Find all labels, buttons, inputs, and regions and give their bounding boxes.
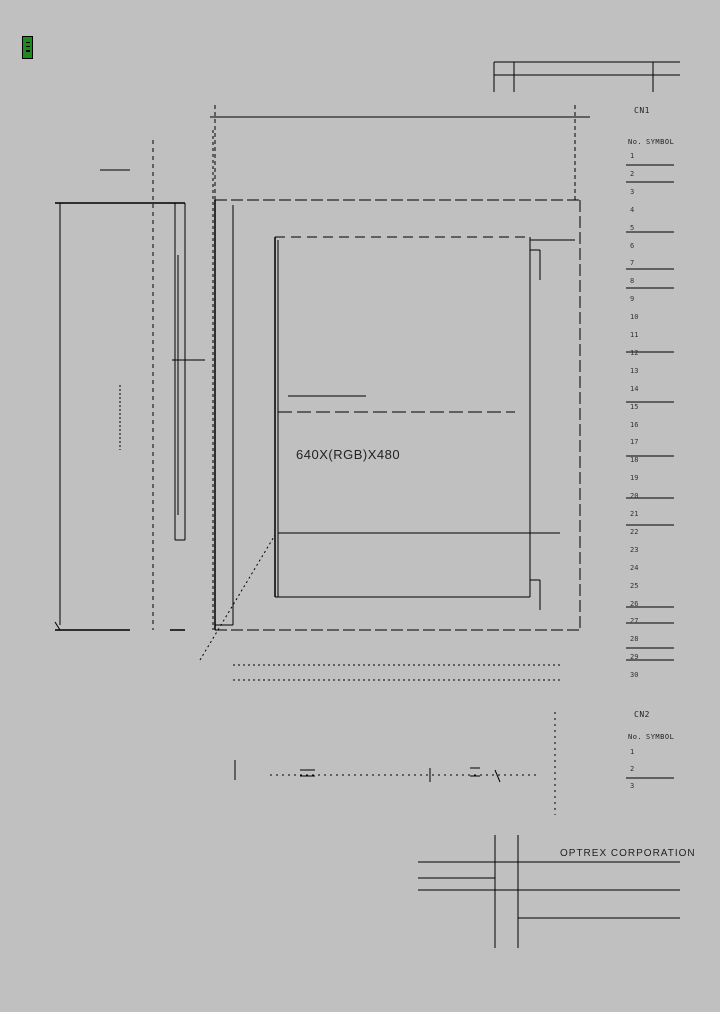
pin-number: 12 [630, 348, 639, 357]
pin-number: 14 [630, 384, 639, 393]
drawing-line [54, 621, 61, 631]
pin-number: 22 [630, 527, 639, 536]
pin-number: 10 [630, 313, 639, 322]
pin-number: 16 [630, 420, 639, 429]
cn2-header-no: No. [628, 733, 643, 741]
pin-number: 18 [630, 456, 639, 465]
document-icon [22, 36, 33, 59]
pin-number: 15 [630, 402, 639, 411]
pin-number: 9 [630, 295, 635, 304]
pin-number: 11 [630, 331, 639, 339]
cn1-header-no: No. [628, 138, 643, 146]
pin-number: 13 [630, 366, 639, 375]
pin-number: 1 [630, 152, 635, 160]
pin-number: 25 [630, 581, 639, 590]
pin-number: 8 [630, 277, 635, 286]
pin-number: 30 [630, 671, 639, 680]
pin-number: 2 [630, 765, 635, 773]
drawing-line [494, 769, 501, 783]
pin-number: 7 [630, 259, 635, 268]
pin-number: 5 [630, 223, 635, 232]
cn2-header-symbol: SYMBOL [646, 733, 675, 741]
pin-number: 2 [630, 169, 635, 178]
cn2-title: CN2 [634, 710, 650, 719]
pin-number: 29 [630, 653, 639, 662]
drawing-line [199, 534, 276, 661]
pin-number: 28 [630, 635, 639, 644]
pin-number: 20 [630, 492, 639, 501]
pin-number: 1 [630, 748, 635, 756]
company-name: OPTREX CORPORATION [560, 848, 696, 859]
pin-number: 24 [630, 563, 639, 572]
cn1-header-symbol: SYMBOL [646, 138, 675, 146]
pin-number: 21 [630, 510, 639, 518]
pin-number: 26 [630, 599, 639, 608]
pin-number: 17 [630, 438, 639, 447]
pin-number: 4 [630, 205, 635, 214]
pin-number: 3 [630, 782, 635, 790]
model-label: 640X(RGB)X480 [296, 447, 401, 462]
cn1-title: CN1 [634, 106, 650, 115]
pin-number: 27 [630, 617, 639, 626]
pin-number: 23 [630, 545, 639, 554]
pin-number: 19 [630, 474, 639, 483]
pin-number: 3 [630, 187, 635, 196]
pin-number: 6 [630, 241, 635, 250]
